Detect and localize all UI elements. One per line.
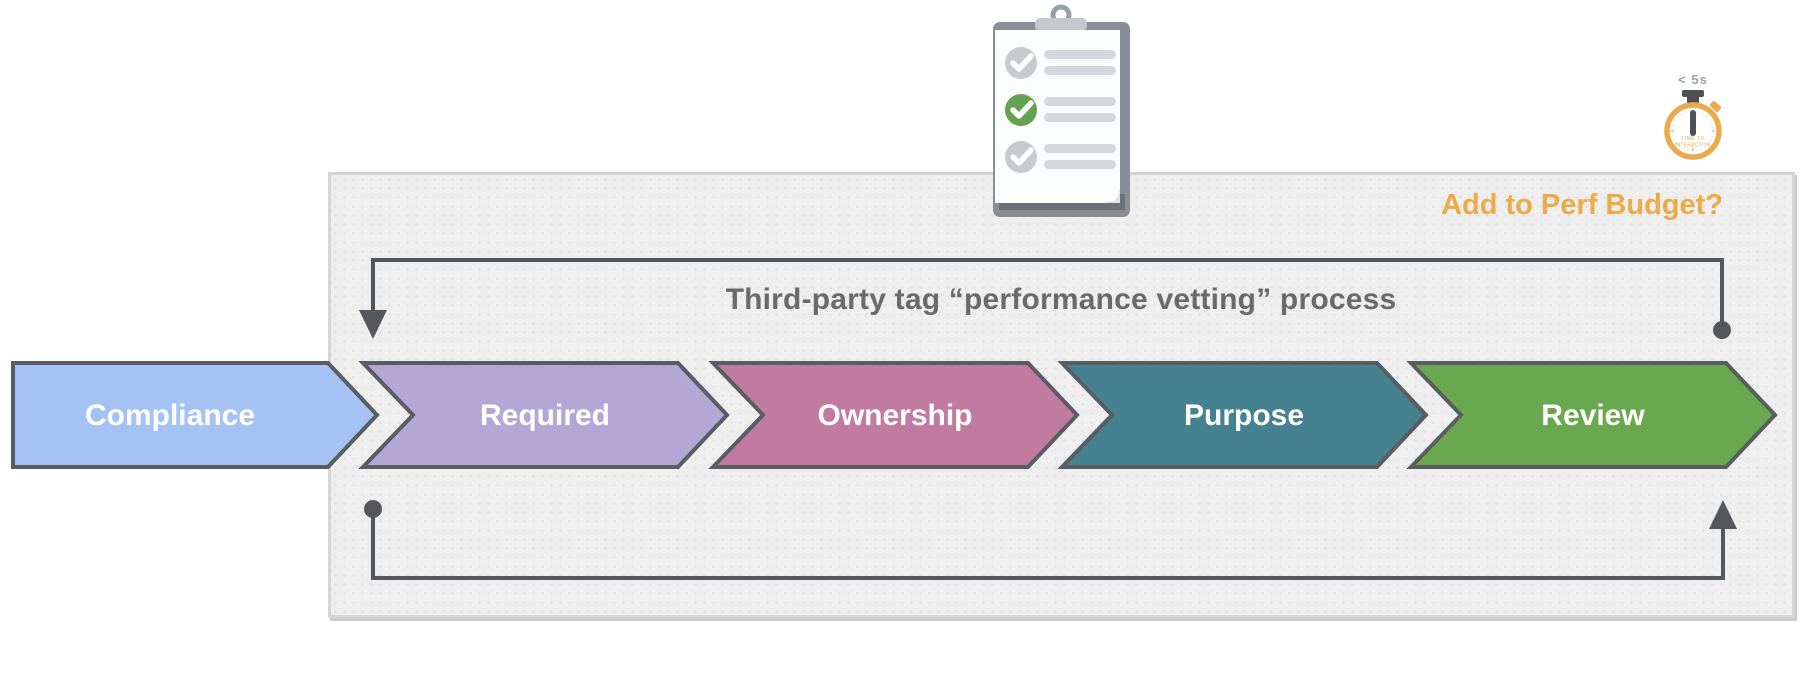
loop-top-line [371, 258, 1724, 324]
stopwatch-crown-stem [1687, 96, 1699, 107]
loop-bottom-endpoint-dot [364, 500, 382, 518]
stage-shape-required [358, 361, 730, 469]
stopwatch-dial-text-2: INTERACTIVE [1675, 143, 1712, 149]
clipboard-clip [1035, 18, 1087, 31]
stopwatch-dial-text-1: TIME TO [1681, 136, 1705, 142]
check-row-3 [1005, 141, 1116, 173]
feedback-loop-top [371, 258, 1724, 324]
loop-bottom-line [371, 512, 1725, 580]
perf-budget-question: Add to Perf Budget? [1441, 189, 1723, 221]
process-title: Third-party tag “performance vetting” pr… [725, 283, 1397, 316]
text-line [1044, 113, 1116, 122]
stopwatch-time-label: < 5s [1678, 72, 1708, 87]
checkmark-icon [1010, 147, 1034, 166]
text-line [1044, 144, 1116, 153]
stopwatch-crown-cap [1682, 90, 1704, 97]
stage-shape-review [1406, 361, 1778, 469]
stopwatch-illustration: < 5s TIME TO INTERACTIVE [1650, 62, 1736, 171]
checklist-clipboard-illustration [975, 2, 1145, 229]
stage-chevrons [11, 361, 1778, 469]
checkmark-icon [1010, 53, 1034, 72]
check-row-1 [1005, 47, 1116, 79]
loop-top-endpoint-dot [1713, 321, 1731, 339]
stopwatch-needle [1690, 110, 1696, 136]
dial-mark [1711, 128, 1716, 134]
text-line [1044, 50, 1116, 59]
check-row-2 [1005, 94, 1116, 126]
text-line [1044, 160, 1116, 169]
clipboard-icon [993, 4, 1130, 217]
text-line [1044, 97, 1116, 106]
dial-mark [1690, 147, 1696, 152]
paper-curl [1105, 188, 1120, 203]
feedback-loop-bottom [371, 512, 1725, 580]
stage-shape-compliance [11, 361, 380, 469]
stage-shape-purpose [1057, 361, 1429, 469]
stopwatch-side-button [1709, 101, 1722, 112]
stage-shape-ownership [708, 361, 1080, 469]
arrowhead-down-icon [359, 310, 387, 339]
stopwatch-icon: < 5s TIME TO INTERACTIVE [1664, 72, 1722, 160]
checkmark-icon [1010, 100, 1034, 119]
text-line [1044, 66, 1116, 75]
arrowhead-up-icon [1709, 500, 1737, 529]
